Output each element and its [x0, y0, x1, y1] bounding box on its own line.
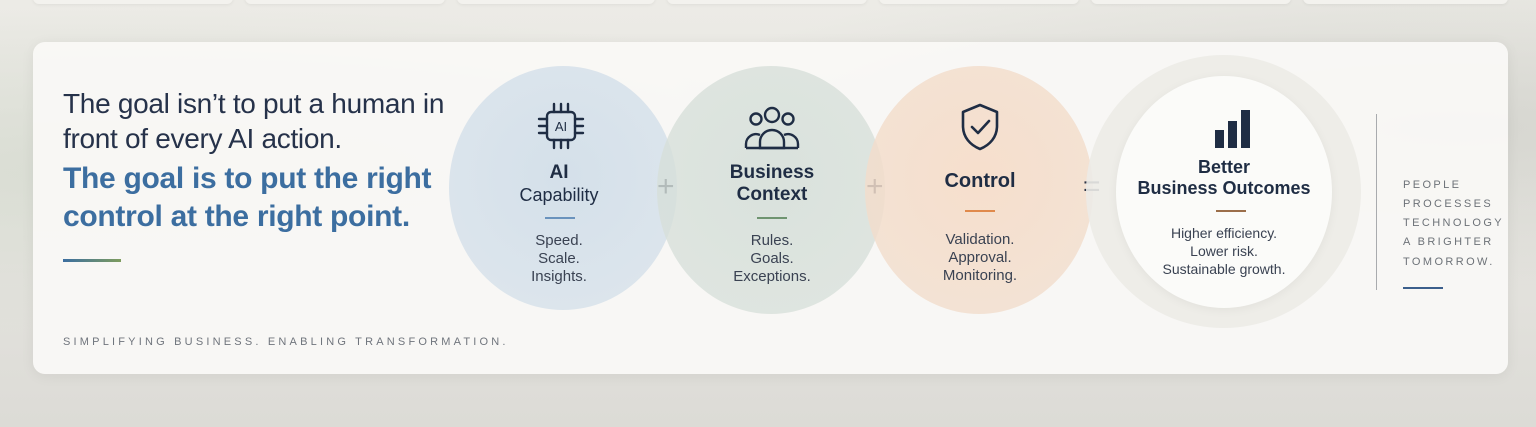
- people-group-icon: [744, 106, 800, 150]
- pillar-label: TECHNOLOGY: [1403, 217, 1505, 229]
- business-context-line: Goals.: [750, 250, 794, 267]
- business-context-subtitle: Context: [736, 184, 808, 205]
- top-card: [457, 0, 655, 4]
- top-card: [245, 0, 445, 4]
- ai-capability-title: AI: [549, 162, 569, 183]
- headline-emphasis: The goal is to put the right control at …: [63, 162, 432, 233]
- result-title-line2: Business Outcomes: [1137, 178, 1311, 198]
- top-card: [1303, 0, 1508, 4]
- control-rule: [965, 210, 995, 212]
- pillar-label: PEOPLE: [1403, 179, 1462, 191]
- tagline: SIMPLIFYING BUSINESS. ENABLING TRANSFORM…: [63, 336, 509, 348]
- business-context-title: Business: [729, 162, 815, 183]
- control-title: Control: [944, 170, 1016, 192]
- better-business-outcomes-circle: [1116, 76, 1332, 308]
- business-context-lines: Rules. Goals. Exceptions.: [692, 232, 852, 286]
- result-line: Higher efficiency.: [1170, 225, 1278, 241]
- equation-panel: The goal isn’t to put a human in front o…: [33, 42, 1508, 374]
- top-card: [1091, 0, 1291, 4]
- result-rule: [1216, 210, 1246, 212]
- pillar-label: TOMORROW.: [1403, 256, 1495, 268]
- ai-chip-icon: AI: [537, 102, 585, 150]
- control-line: Validation.: [945, 231, 1015, 248]
- ai-capability-circle: [449, 66, 677, 310]
- ai-chip-label: AI: [555, 119, 567, 134]
- ai-capability-subtitle: Capability: [519, 185, 599, 205]
- bar-chart-icon: [1215, 110, 1250, 148]
- business-context-line: Exceptions.: [733, 268, 811, 285]
- pillar-label: PROCESSES: [1403, 198, 1494, 210]
- pillar-accent-rule: [1403, 287, 1443, 289]
- headline-accent-rule: [63, 259, 121, 262]
- business-context-line: Rules.: [750, 232, 794, 249]
- control-circle: [865, 66, 1093, 314]
- control-line: Approval.: [948, 249, 1012, 266]
- vertical-divider: [1376, 114, 1377, 290]
- control-line: Monitoring.: [942, 267, 1018, 284]
- ai-capability-rule: [545, 217, 575, 219]
- top-card-strip: [0, 0, 1536, 6]
- top-card: [879, 0, 1079, 4]
- shield-check-icon: [961, 103, 999, 151]
- headline-statement: The goal isn’t to put a human in front o…: [63, 88, 445, 154]
- business-context-rule: [757, 217, 787, 219]
- result-line: Lower risk.: [1190, 243, 1258, 259]
- top-card: [667, 0, 867, 4]
- control-lines: Validation. Approval. Monitoring.: [900, 231, 1060, 285]
- result-title-line1: Better: [1197, 157, 1250, 177]
- ai-capability-line: Insights.: [531, 268, 587, 285]
- result-line: Sustainable growth.: [1162, 261, 1286, 277]
- result-lines: Higher efficiency. Lower risk. Sustainab…: [1134, 224, 1314, 278]
- ai-capability-line: Speed.: [535, 232, 583, 249]
- ai-capability-lines: Speed. Scale. Insights.: [479, 232, 639, 286]
- pillar-label: A BRIGHTER: [1403, 236, 1494, 248]
- ai-capability-line: Scale.: [538, 250, 580, 267]
- top-card: [33, 0, 233, 4]
